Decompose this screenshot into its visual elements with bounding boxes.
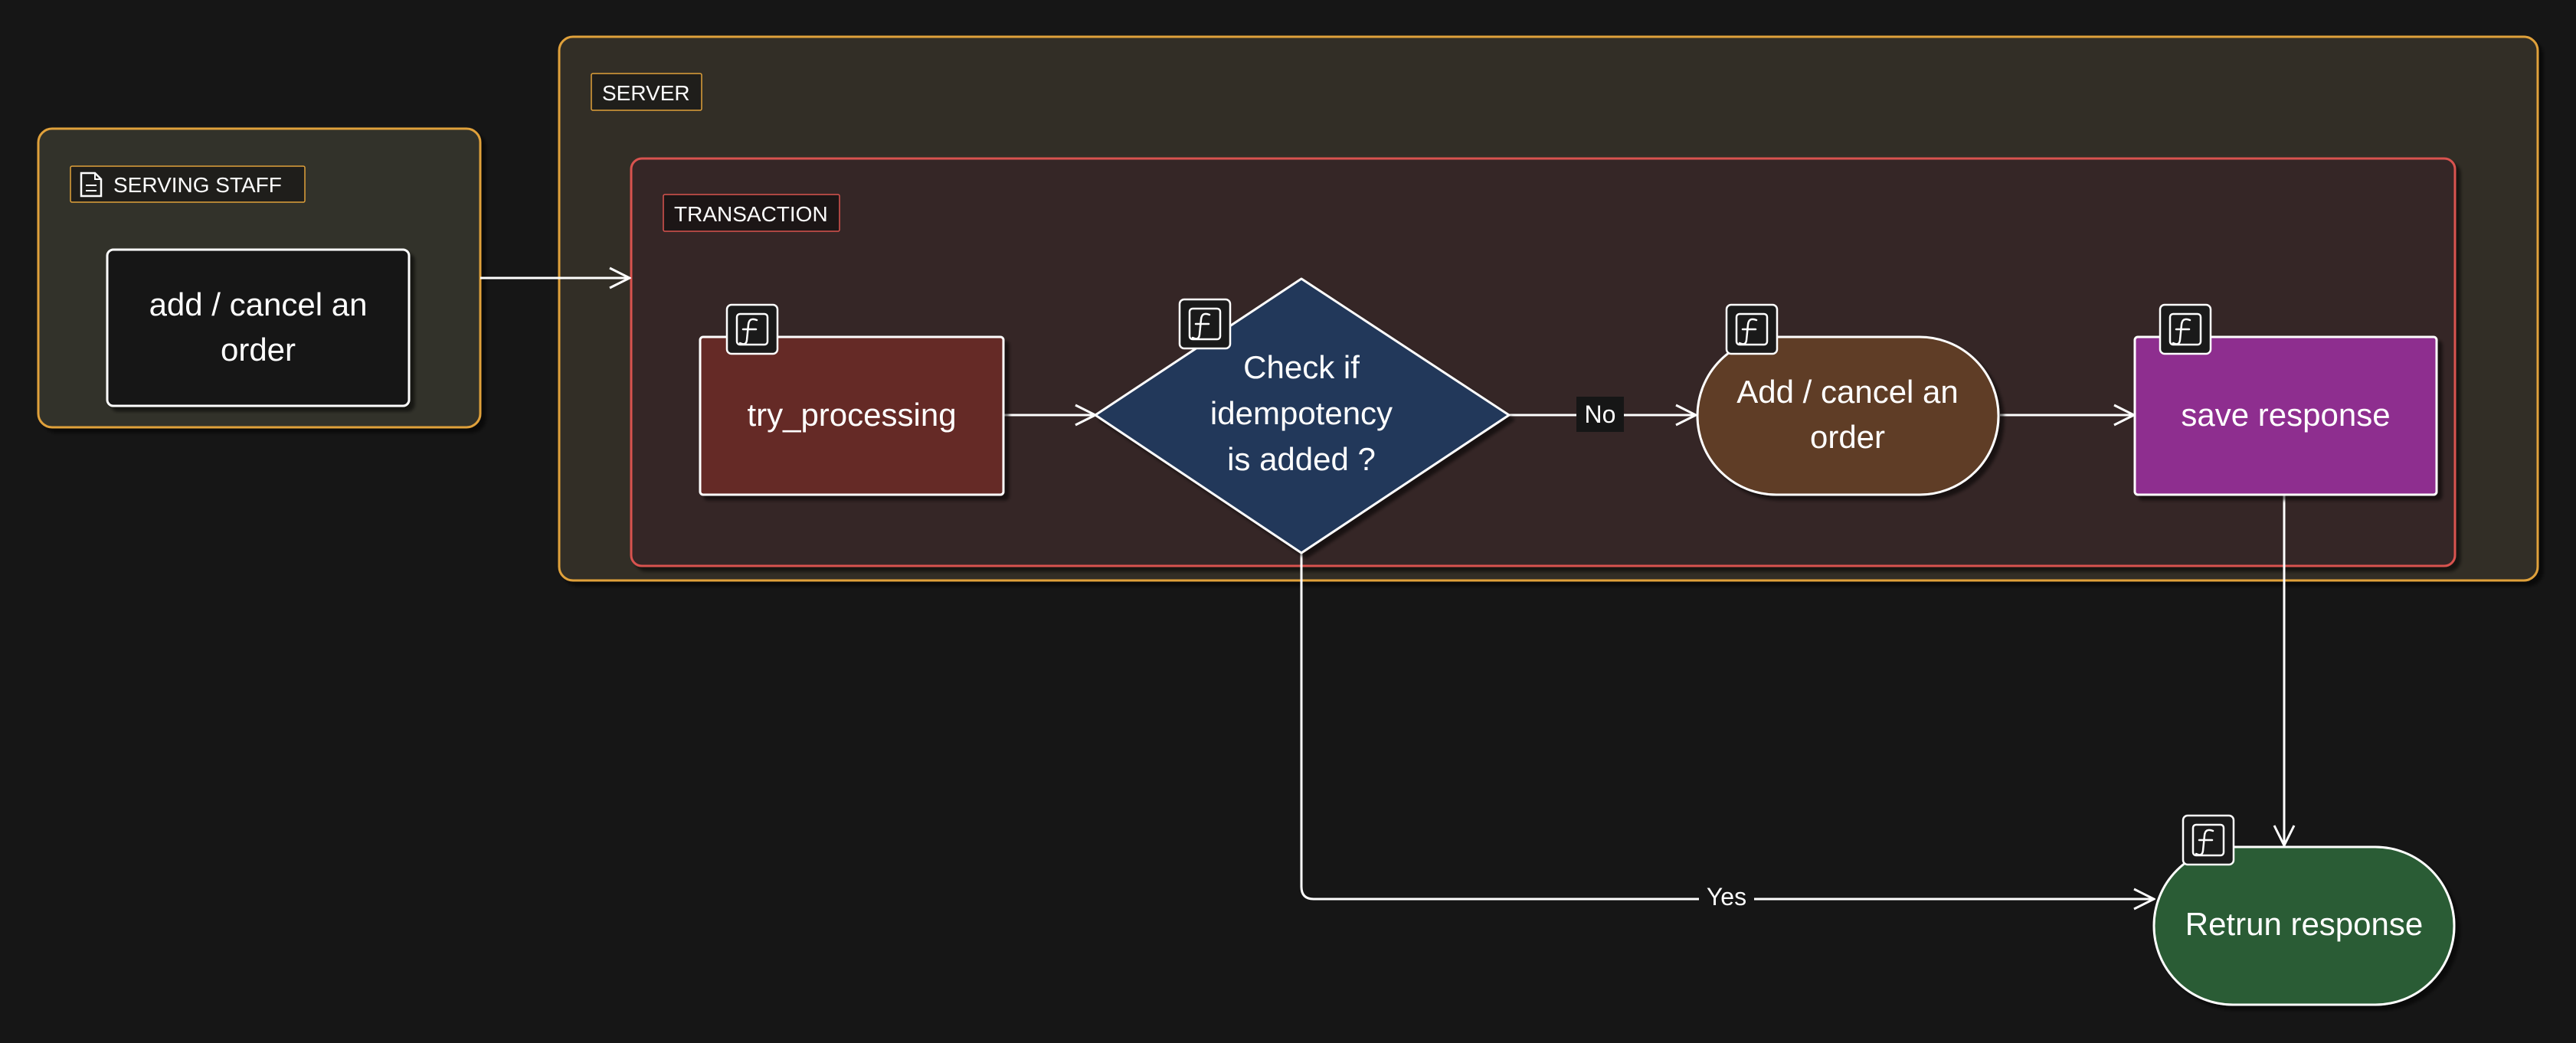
group-label-text: SERVING STAFF: [113, 173, 282, 197]
node-label: Retrun response: [2185, 906, 2424, 942]
function-icon: [2159, 303, 2212, 355]
node-label-line2: order: [221, 332, 296, 368]
node-label-line2: idempotency: [1210, 395, 1393, 431]
group-label-transaction: TRANSACTION: [663, 194, 840, 232]
node-add-cancel-order[interactable]: Add / cancel an order: [1696, 335, 2000, 496]
node-add-cancel-staff[interactable]: add / cancel an order: [106, 248, 411, 407]
node-try-processing[interactable]: try_processing: [699, 335, 1005, 496]
node-label-line3: is added ?: [1227, 441, 1376, 477]
function-icon: [725, 303, 779, 355]
group-transaction[interactable]: TRANSACTION: [630, 157, 2457, 567]
group-label-text: TRANSACTION: [674, 202, 828, 226]
node-return-response[interactable]: Retrun response: [2152, 845, 2456, 1006]
node-label: try_processing: [747, 397, 956, 433]
node-label: save response: [2181, 397, 2390, 433]
edge-label-no: No: [1576, 397, 1624, 432]
node-label-line1: add / cancel an: [149, 286, 368, 322]
group-serving-staff[interactable]: SERVING STAFF add / cancel an order: [37, 127, 482, 429]
node-label-line2: order: [1810, 419, 1885, 455]
document-icon: [80, 172, 103, 198]
edge-label-no-text: No: [1585, 401, 1616, 428]
edge-label-yes: Yes: [1699, 881, 1754, 916]
group-label-server: SERVER: [591, 73, 702, 111]
node-save-response[interactable]: save response: [2133, 335, 2438, 496]
function-icon: [1725, 303, 1779, 355]
node-label-line1: Add / cancel an: [1736, 374, 1959, 410]
group-label-serving-staff: SERVING STAFF: [70, 165, 306, 203]
group-label-text: SERVER: [602, 81, 690, 105]
function-icon: [2182, 814, 2235, 866]
edge-check-yes-return: [1300, 553, 2154, 899]
function-icon: [1178, 298, 1232, 350]
node-label-line1: Check if: [1243, 349, 1360, 385]
edge-label-yes-text: Yes: [1707, 883, 1746, 911]
